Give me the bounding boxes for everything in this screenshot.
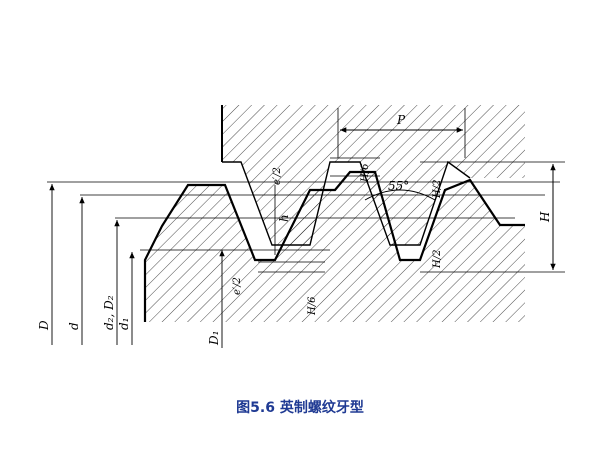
bolt-section [145,172,525,322]
label-d2-D2: d₂, D₂ [102,295,116,330]
label-P: P [396,113,406,127]
label-d1: d₁ [117,318,131,331]
label-H2-top: H/2 [432,180,443,199]
label-D: D [37,320,51,331]
nut-profile [222,160,471,246]
label-d: d [67,322,81,330]
label-angle: 55° [388,179,409,193]
figure-caption: 图5.6 英制螺纹牙型 [236,400,364,416]
label-H6-bot: H/6 [307,296,318,316]
label-H: H [538,211,552,223]
label-e-bot: e′/2 [232,277,243,295]
label-e-top: e′/2 [272,167,283,185]
label-H2-bot: H/2 [432,250,443,269]
bolt-profile [143,170,525,322]
label-h: h [277,214,291,222]
label-H6-top: H/6 [360,163,371,183]
label-D1: D₁ [207,331,221,346]
